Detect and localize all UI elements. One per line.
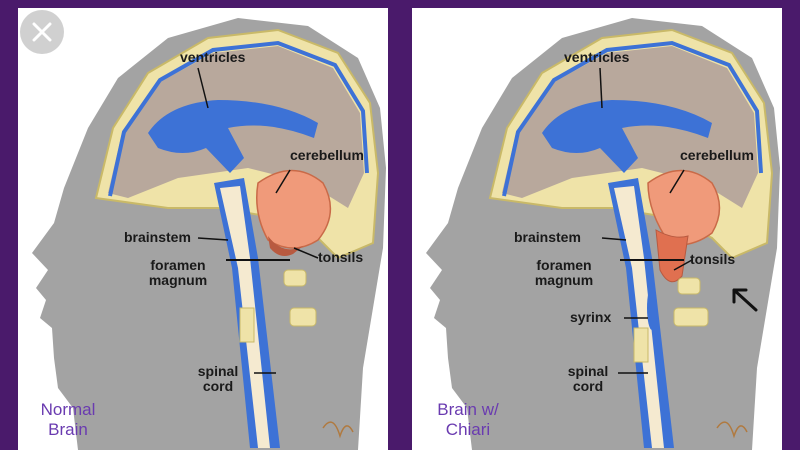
- label-ventricles: ventricles: [180, 49, 246, 65]
- vertebra: [239, 307, 255, 343]
- caption-chiari-brain: Brain w/ Chiari: [437, 400, 499, 439]
- brainstem-shape: [614, 186, 664, 448]
- ventricle-outline: [108, 40, 369, 197]
- label-syrinx: syrinx: [570, 309, 612, 325]
- vertebra: [633, 327, 649, 363]
- arrow-up-left-icon: [732, 288, 758, 312]
- cerebrum: [108, 46, 364, 208]
- syrinx-shape: [647, 286, 657, 330]
- close-button[interactable]: [20, 10, 64, 54]
- caption-normal-brain: Normal Brain: [40, 400, 96, 439]
- ventricles-shape: [542, 100, 712, 173]
- ventricles-shape: [148, 100, 318, 173]
- chiari-brain-illustration: [426, 18, 780, 450]
- vertebra: [289, 307, 317, 327]
- tonsils-herniated: [655, 229, 689, 283]
- cerebrum: [502, 46, 758, 208]
- close-icon: [32, 22, 52, 42]
- label-tonsils: tonsils: [318, 249, 364, 265]
- label-brainstem: brainstem: [514, 229, 581, 245]
- vertebra: [283, 269, 307, 287]
- signature-mark: [716, 421, 748, 439]
- label-tonsils: tonsils: [690, 251, 736, 267]
- cerebellum-shape: [256, 169, 332, 249]
- cerebellum-shape: [647, 169, 721, 246]
- tonsils-shape: [268, 236, 303, 256]
- panel-chiari-brain: ventricles cerebellum brainstem foramen …: [412, 8, 782, 450]
- label-spinal-cord: spinal cord: [197, 363, 239, 394]
- vertebra: [677, 277, 701, 295]
- normal-brain-illustration: [32, 18, 386, 450]
- vertebra: [673, 307, 709, 327]
- label-cerebellum: cerebellum: [680, 147, 754, 163]
- label-foramen-magnum: foramen magnum: [148, 257, 208, 288]
- label-cerebellum: cerebellum: [290, 147, 364, 163]
- label-ventricles: ventricles: [564, 49, 630, 65]
- label-foramen-magnum: foramen magnum: [534, 257, 594, 288]
- signature-mark: [322, 421, 354, 439]
- ventricle-outline: [502, 40, 763, 197]
- label-brainstem: brainstem: [124, 229, 191, 245]
- panel-normal-brain: ventricles cerebellum brainstem foramen …: [18, 8, 388, 450]
- label-spinal-cord: spinal cord: [567, 363, 609, 394]
